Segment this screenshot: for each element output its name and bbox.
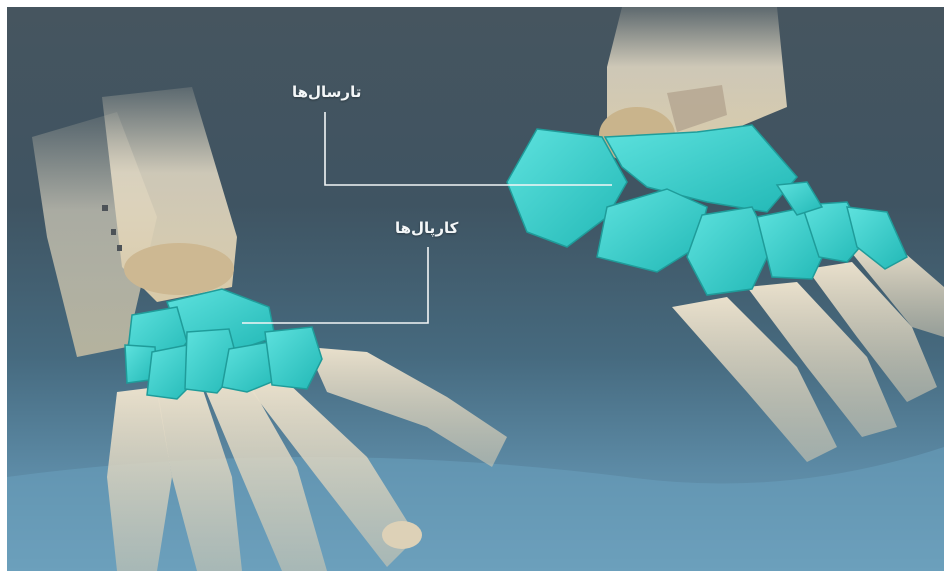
tick-mark — [117, 245, 122, 251]
tick-mark — [102, 205, 108, 211]
bones-artwork — [7, 7, 944, 571]
tick-mark — [111, 229, 116, 235]
carpal-bones — [125, 289, 322, 399]
anatomy-illustration: تارسال‌ها کارپال‌ها — [7, 7, 944, 571]
knuckle — [382, 521, 422, 549]
carpals-label: کارپال‌ها — [395, 219, 458, 237]
tarsals-label: تارسال‌ها — [292, 83, 361, 101]
foot-skeleton — [507, 7, 944, 462]
radius-head — [124, 243, 234, 295]
